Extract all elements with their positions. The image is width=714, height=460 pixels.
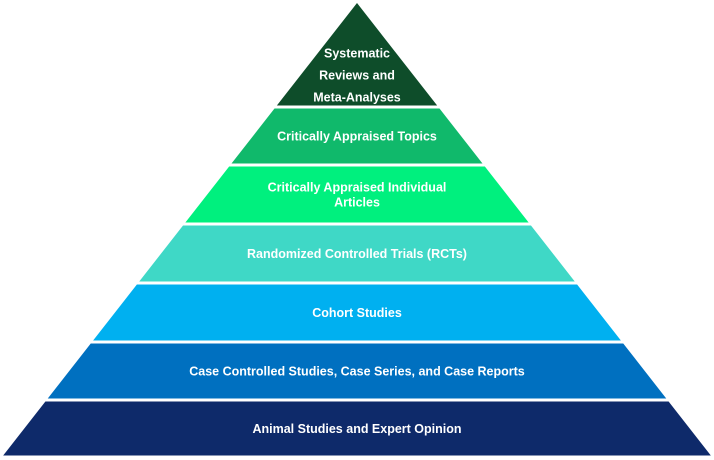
level-label: Articles bbox=[334, 195, 380, 209]
level-band bbox=[47, 343, 667, 399]
level-animal-studies: Animal Studies and Expert Opinion bbox=[3, 401, 711, 456]
level-band bbox=[139, 225, 575, 282]
level-label: Case Controlled Studies, Case Series, an… bbox=[189, 364, 525, 378]
level-label: Meta-Analyses bbox=[313, 90, 401, 104]
level-label: Critically Appraised Individual bbox=[268, 180, 447, 194]
level-band bbox=[231, 108, 483, 164]
level-band bbox=[276, 3, 438, 106]
level-label: Animal Studies and Expert Opinion bbox=[252, 422, 461, 436]
level-label: Reviews and bbox=[319, 68, 395, 82]
level-label: Cohort Studies bbox=[312, 306, 402, 320]
level-label: Systematic bbox=[324, 46, 390, 60]
level-cohort-studies: Cohort Studies bbox=[93, 284, 621, 341]
level-band bbox=[93, 284, 621, 341]
level-band bbox=[185, 166, 529, 223]
level-label: Critically Appraised Topics bbox=[277, 129, 437, 143]
level-rcts: Randomized Controlled Trials (RCTs) bbox=[139, 225, 575, 282]
level-critically-appraised-topics: Critically Appraised Topics bbox=[231, 108, 483, 164]
level-band bbox=[3, 401, 711, 456]
level-case-studies: Case Controlled Studies, Case Series, an… bbox=[47, 343, 667, 399]
level-label: Randomized Controlled Trials (RCTs) bbox=[247, 247, 467, 261]
